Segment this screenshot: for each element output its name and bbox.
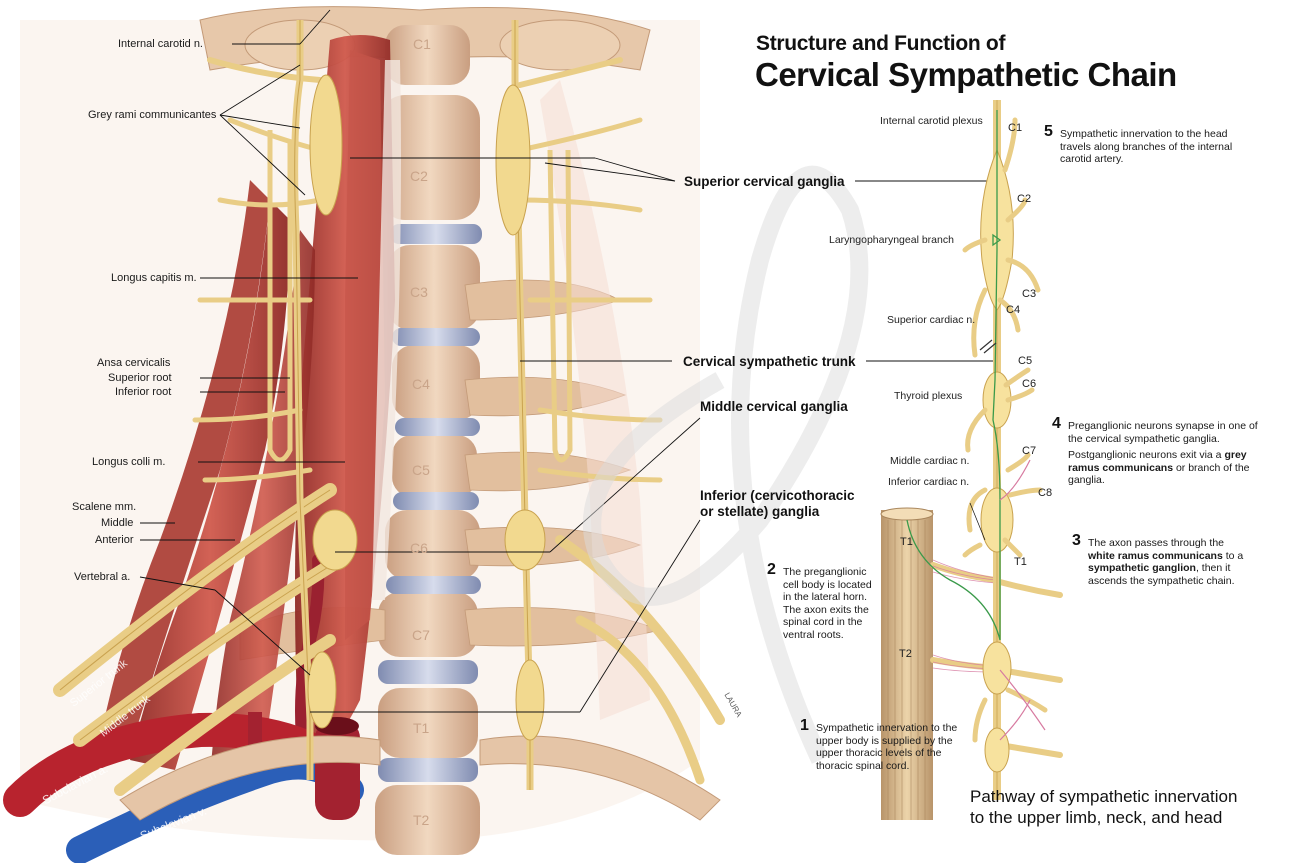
preganglionic-axon (906, 110, 1002, 641)
label-inferior-root: Inferior root (115, 386, 172, 398)
vertebra-label: T2 (413, 812, 430, 828)
label-internal-carotid-n: Internal carotid n. (118, 38, 203, 50)
segment-label: C8 (1038, 487, 1053, 499)
label-middle-cardiac-n: Middle cardiac n. (890, 455, 970, 467)
label-scalene-anterior: Anterior (95, 534, 134, 546)
step-text: Sympathetic innervation to the head trav… (1060, 128, 1233, 165)
vertebra-body (388, 245, 480, 330)
segment-label: C4 (1006, 304, 1021, 316)
vertebra-label: C1 (413, 36, 431, 52)
segment-label: C5 (1018, 355, 1033, 367)
caption-line-1: Pathway of sympathetic innervation (970, 787, 1238, 806)
segment-label: C3 (1022, 288, 1037, 300)
step-text: Preganglionic neurons synapse in one of … (1068, 420, 1258, 445)
step-number: 4 (1052, 415, 1061, 432)
leader-lines-left (139, 9, 995, 713)
label-inferior-cardiac-n: Inferior cardiac n. (888, 476, 970, 488)
postganglionic-axon (999, 459, 1046, 741)
step-2: 2 The preganglionic cell body is located… (767, 562, 876, 641)
label-superior-cardiac-n: Superior cardiac n. (887, 314, 976, 326)
step-text: The preganglionic cell body is located i… (783, 566, 872, 641)
label-superior-root: Superior root (108, 372, 172, 384)
step-4: 4 Preganglionic neurons synapse in one o… (1052, 416, 1264, 487)
label-inferior-ganglia-line1: Inferior (cervicothoracic (700, 488, 855, 503)
vertebra-label: T1 (413, 720, 430, 736)
spinal-cord (881, 510, 933, 820)
left-illustration (3, 6, 995, 863)
step-text: Sympathetic innervation to the upper bod… (816, 722, 958, 772)
label-inferior-ganglia-line2: or stellate) ganglia (700, 504, 820, 519)
caption-line-2: to the upper limb, neck, and head (970, 808, 1223, 827)
label-scalene-middle: Middle (101, 517, 134, 529)
vertebra-body (385, 25, 470, 85)
vertebra-label: C2 (410, 168, 428, 184)
label-superior-cervical-ganglia: Superior cervical ganglia (684, 174, 845, 189)
step-number: 1 (800, 717, 809, 734)
vertebra-body (392, 345, 480, 420)
step-number: 2 (767, 561, 776, 578)
cord-label-t1: T1 (900, 536, 913, 548)
cord-label-t2: T2 (899, 648, 912, 660)
title-line-1: Structure and Function of (756, 32, 1006, 55)
vertebra-label: C7 (412, 627, 430, 643)
vertebra-body (378, 688, 478, 758)
label-cervical-sympathetic-trunk: Cervical sympathetic trunk (683, 354, 856, 369)
label-longus-colli: Longus colli m. (92, 456, 166, 468)
step-number: 3 (1072, 532, 1081, 549)
vertebra-body (380, 95, 480, 220)
vertebra-body (375, 785, 480, 855)
step-5: 5 Sympathetic innervation to the head tr… (1044, 124, 1240, 166)
label-thyroid-plexus: Thyroid plexus (894, 390, 963, 402)
label-longus-capitis: Longus capitis m. (111, 272, 197, 284)
left-sympathetic-chain (267, 20, 358, 780)
segment-label: C6 (1022, 378, 1037, 390)
segment-label: T1 (1014, 556, 1027, 568)
vertebra-body (392, 435, 477, 497)
pathway-diagram (880, 100, 1063, 820)
common-carotid (315, 720, 360, 820)
vertebra-label: C6 (410, 540, 428, 556)
label-internal-carotid-plexus: Internal carotid plexus (880, 115, 983, 127)
step-3: 3 The axon passes through the white ramu… (1072, 532, 1244, 587)
step-text-2: Postganglionic neurons exit via a grey r… (1068, 449, 1250, 486)
label-vertebral-a: Vertebral a. (74, 571, 131, 583)
label-ansa-cervicalis: Ansa cervicalis (97, 357, 171, 369)
vertebra-label: C3 (410, 284, 428, 300)
segment-label: C7 (1022, 445, 1037, 457)
label-middle-cervical-ganglia: Middle cervical ganglia (700, 399, 848, 414)
vertebra-label: C4 (412, 376, 430, 392)
label-grey-rami: Grey rami communicantes (88, 109, 217, 121)
title-line-2: Cervical Sympathetic Chain (755, 56, 1177, 93)
pathway-caption: Pathway of sympathetic innervation to th… (970, 786, 1280, 828)
label-scalene: Scalene mm. (72, 501, 137, 513)
segment-label: C2 (1017, 193, 1032, 205)
label-laryngopharyngeal-branch: Laryngopharyngeal branch (829, 234, 954, 246)
right-sympathetic-chain (495, 20, 573, 790)
segment-label: C1 (1008, 122, 1023, 134)
vertebra-label: C5 (412, 462, 430, 478)
vertebra-body (385, 510, 480, 580)
vertebra-body (378, 592, 478, 657)
step-number: 5 (1044, 123, 1053, 140)
step-1: 1 Sympathetic innervation to the upper b… (800, 718, 971, 772)
